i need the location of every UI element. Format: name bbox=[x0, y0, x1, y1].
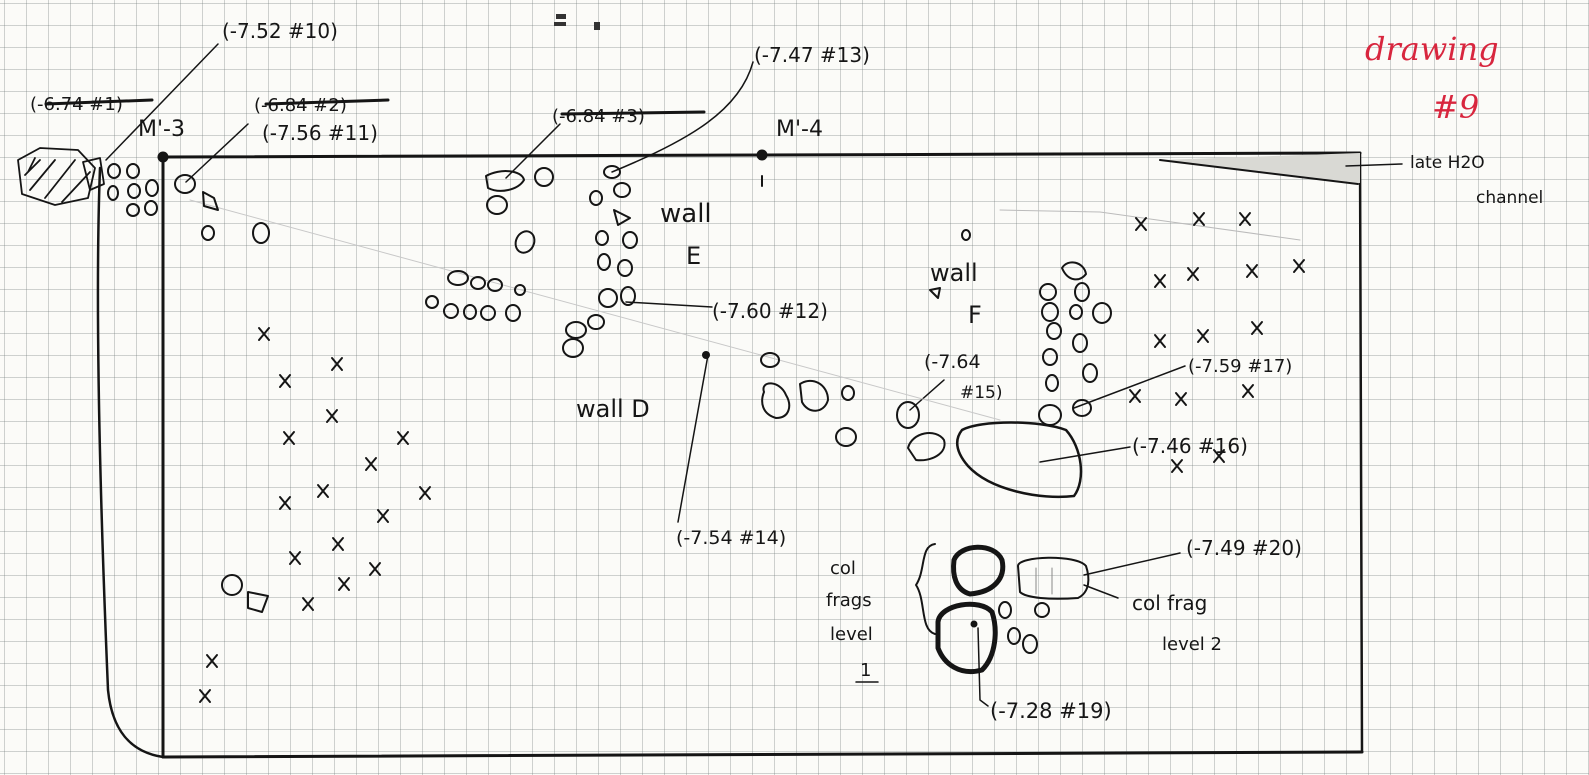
elev-label-20: (-7.49 #20) bbox=[1186, 536, 1302, 560]
strike-3 bbox=[560, 110, 706, 116]
elev-label-11: (-7.56 #11) bbox=[262, 121, 378, 145]
hatched-stone bbox=[17, 147, 105, 206]
elev-label-15b: #15) bbox=[960, 383, 1003, 403]
datum-point-m4 bbox=[756, 149, 768, 161]
wall-d-point bbox=[702, 351, 710, 359]
wall-d-label: wall D bbox=[576, 395, 650, 423]
column-fragments bbox=[221, 544, 1090, 674]
wall-e-label-1: wall bbox=[660, 199, 712, 229]
wall-f-label-1: wall bbox=[930, 259, 978, 287]
elev-label-13: (-7.47 #13) bbox=[754, 43, 870, 67]
col-frags-1-line2: frags bbox=[826, 590, 872, 611]
elev-label-17: (-7.59 #17) bbox=[1188, 356, 1292, 377]
datum-label-m4: M'-4 bbox=[776, 117, 823, 142]
col-frag-2-line2: level 2 bbox=[1162, 634, 1222, 655]
elev-label-3-struck: (-6.84 #3) bbox=[552, 106, 645, 127]
water-channel bbox=[1159, 153, 1403, 185]
elev-label-15a: (-7.64 bbox=[924, 351, 981, 373]
elev-label-16: (-7.46 #16) bbox=[1132, 434, 1248, 458]
strike-2 bbox=[264, 98, 390, 106]
elev-label-12: (-7.60 #12) bbox=[712, 299, 828, 323]
wall-f-stones bbox=[896, 261, 1112, 499]
col-frags-1-line3: level bbox=[830, 624, 873, 645]
strike-1 bbox=[44, 98, 154, 106]
drawing-title: drawing bbox=[1365, 30, 1499, 68]
wall-e-label-2: E bbox=[686, 242, 701, 270]
elev-label-19: (-7.28 #19) bbox=[990, 699, 1112, 723]
wall-e-stones bbox=[107, 163, 638, 358]
datum-label-m3: M'-3 bbox=[138, 117, 185, 142]
leader-lines bbox=[105, 43, 1301, 707]
ink-smudges bbox=[554, 14, 600, 30]
channel-label-2: channel bbox=[1476, 188, 1543, 208]
central-stones bbox=[760, 229, 971, 447]
wall-f-label-2: F bbox=[968, 301, 982, 329]
datum-point-m3 bbox=[157, 151, 169, 163]
elev-label-10: (-7.52 #10) bbox=[222, 19, 338, 43]
col-frag-2-line1: col frag bbox=[1132, 591, 1207, 615]
x-marks bbox=[199, 212, 1305, 703]
elev-label-1-struck: (-6.74 #1) bbox=[30, 94, 123, 115]
elev-label-2-struck: (-6.84 #2) bbox=[254, 95, 347, 116]
elev-label-14: (-7.54 #14) bbox=[676, 527, 786, 549]
drawing-number: #9 bbox=[1432, 88, 1479, 126]
col-frags-bracket bbox=[915, 543, 936, 635]
channel-label-1: late H2O bbox=[1410, 153, 1485, 173]
col-frags-1-line1: col bbox=[830, 558, 856, 579]
col-frags-1-line4: 1 bbox=[860, 660, 871, 681]
